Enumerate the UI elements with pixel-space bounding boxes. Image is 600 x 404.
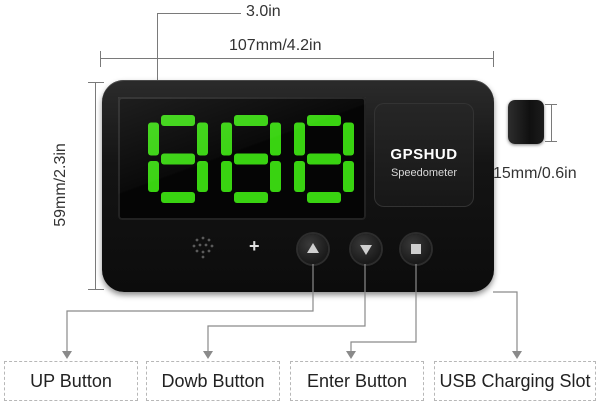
enter-button[interactable] [401,234,431,264]
product-name: Speedometer [390,167,458,179]
segment-a [161,115,195,126]
digit-2 [221,115,281,203]
usb-slot-label: USB Charging Slot [434,361,596,401]
height-line [95,82,96,290]
segment-b [197,122,208,156]
overall-width-tick-left [100,51,101,67]
segment-g [161,153,195,165]
height-tick-top [88,82,104,83]
segment-e [221,161,232,192]
segment-b [270,122,281,156]
overall-width-label: 107mm/4.2in [229,37,322,54]
digit-3 [294,115,354,203]
segment-g [234,153,268,165]
segment-d [307,192,341,203]
segment-d [161,192,195,203]
segment-c [270,161,281,192]
overall-width-line [100,58,494,59]
segment-f [148,122,159,156]
segment-e [294,161,305,192]
square-icon [411,244,421,254]
plus-icon: + [249,236,260,256]
depth-line [551,104,552,142]
down-button[interactable] [351,234,381,264]
segment-b [343,122,354,156]
height-tick-bottom [88,289,104,290]
segment-f [294,122,305,156]
depth-tick-top [545,104,557,105]
down-triangle-icon [360,245,372,255]
up-triangle-icon [307,243,319,253]
brand-name: GPSHUD [390,146,458,163]
segment-g [307,153,341,165]
screen-width-leader-horizontal [157,13,241,14]
segment-a [234,115,268,126]
segment-c [197,161,208,192]
depth-tick-bottom [545,141,557,142]
logo-panel [374,103,474,207]
depth-label: 15mm/0.6in [493,165,577,182]
device-side-view [508,100,544,144]
up-button[interactable] [298,234,328,264]
segment-c [343,161,354,192]
segment-d [234,192,268,203]
display-screen [118,97,366,220]
up-button-label: UP Button [4,361,138,401]
segment-a [307,115,341,126]
segment-f [221,122,232,156]
digit-1 [148,115,208,203]
overall-width-tick-right [493,51,494,67]
screen-glare [118,97,366,220]
height-label: 59mm/2.3in [52,143,69,227]
screen-width-label: 3.0in [246,3,281,20]
down-button-label: Dowb Button [146,361,280,401]
segment-e [148,161,159,192]
speaker-grille-icon [192,236,214,259]
enter-button-label: Enter Button [290,361,424,401]
seven-segment-display [148,115,354,203]
